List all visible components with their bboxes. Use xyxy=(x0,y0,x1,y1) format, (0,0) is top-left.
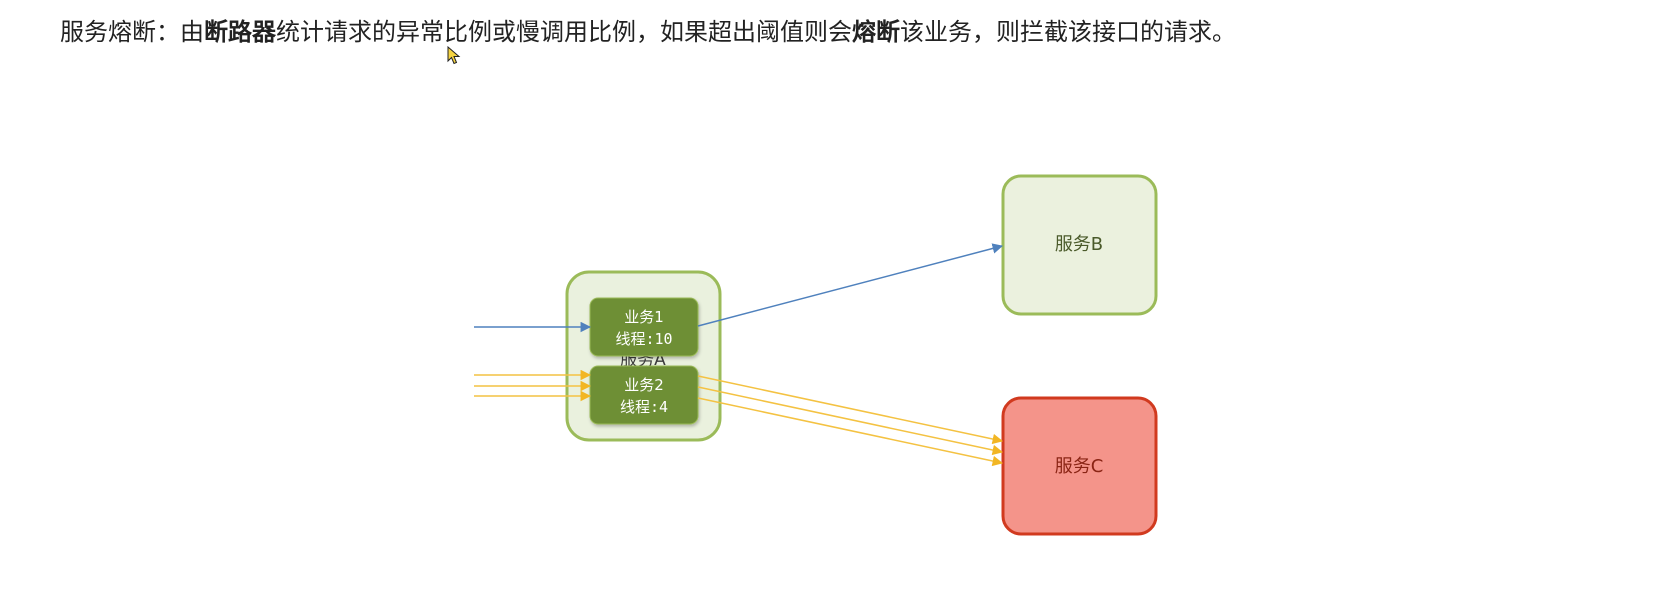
business-2-name: 业务2 xyxy=(624,376,664,394)
business-2-threads: 线程:4 xyxy=(620,398,668,416)
business-1-threads: 线程:10 xyxy=(615,330,672,348)
service-b-label: 服务B xyxy=(1055,234,1103,255)
description-part-3: 该业务，则拦截该接口的请求。 xyxy=(900,18,1236,46)
arrow-business-1-to-service-b xyxy=(697,243,1004,327)
arrow-business-2-to-service-c-b xyxy=(697,386,1004,456)
mouse-cursor-icon xyxy=(447,46,461,65)
description-bold-circuit-breaker: 断路器 xyxy=(204,18,276,46)
description-bold-fuse: 熔断 xyxy=(852,18,900,46)
arrow-business-2-to-service-c-a xyxy=(697,375,1004,445)
service-c-label: 服务C xyxy=(1055,456,1104,477)
business-1-name: 业务1 xyxy=(624,308,664,326)
description-text: 服务熔断：由断路器统计请求的异常比例或慢调用比例，如果超出阈值则会熔断该业务，则… xyxy=(60,14,1236,50)
arrow-business-2-to-service-c-c xyxy=(697,397,1004,467)
description-part-2: 统计请求的异常比例或慢调用比例，如果超出阈值则会 xyxy=(276,18,852,46)
description-part-1: 服务熔断：由 xyxy=(60,18,204,46)
